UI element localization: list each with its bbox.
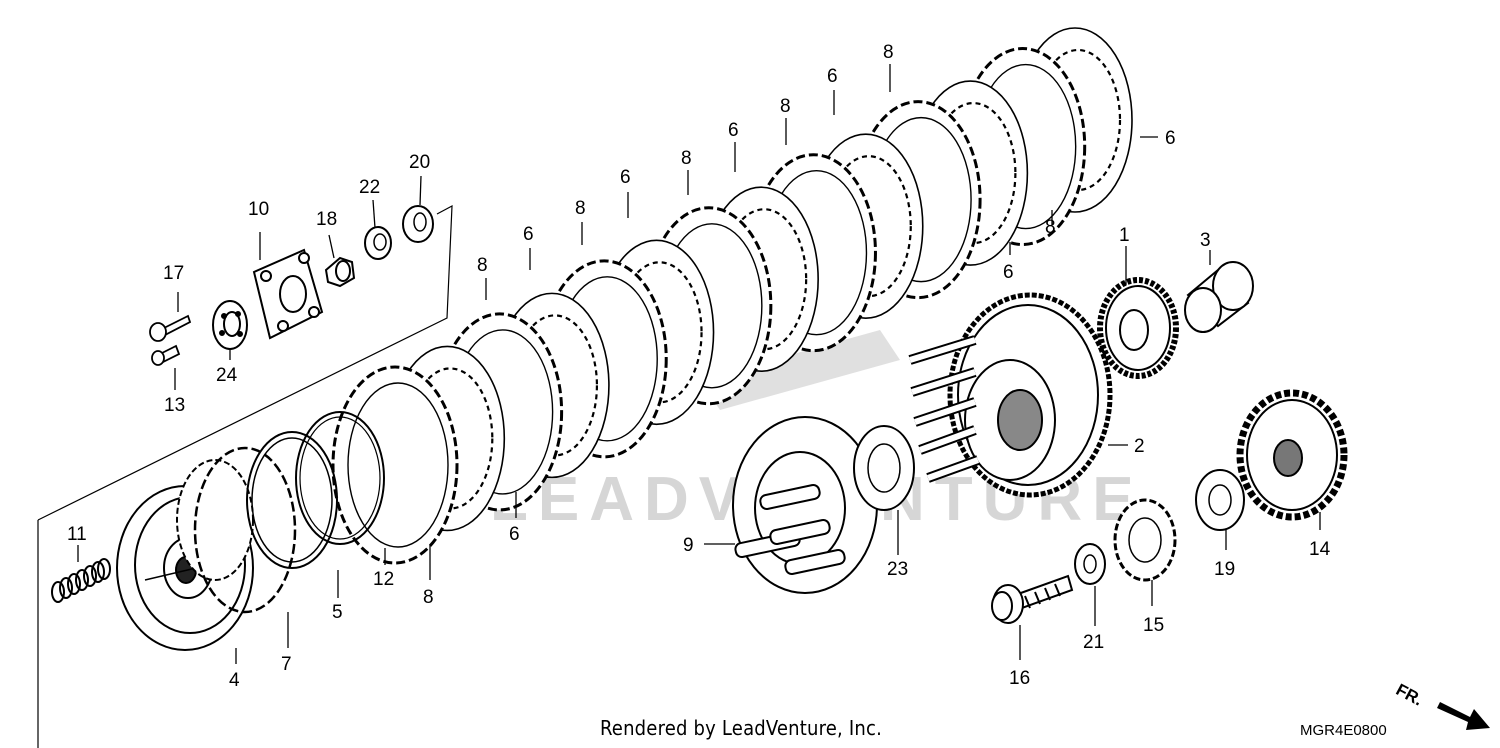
callout-13[interactable]: 13 bbox=[164, 395, 185, 416]
spring-seat-part-5 bbox=[246, 431, 338, 569]
set-ring-part-12 bbox=[295, 411, 385, 545]
callout-19[interactable]: 19 bbox=[1214, 559, 1235, 580]
clutch-plate-teeth bbox=[825, 155, 912, 298]
sprocket-part-1 bbox=[1097, 277, 1179, 379]
callout-6[interactable]: 6 bbox=[509, 524, 520, 545]
callout-9[interactable]: 9 bbox=[683, 535, 694, 556]
callout-15[interactable]: 15 bbox=[1143, 615, 1164, 636]
gear-part-14 bbox=[1236, 389, 1348, 521]
fr-label: FR. bbox=[1393, 680, 1426, 710]
callout-6[interactable]: 6 bbox=[1003, 262, 1014, 283]
bolt-part-17 bbox=[149, 314, 192, 342]
callout-labels: 1 2 3 4 5 6 6 6 6 6 6 6 7 8 8 8 8 8 8 8 … bbox=[67, 42, 1331, 691]
callout-8[interactable]: 8 bbox=[575, 198, 586, 219]
callout-8[interactable]: 8 bbox=[681, 148, 692, 169]
callout-leaders bbox=[77, 64, 1321, 664]
callout-4[interactable]: 4 bbox=[229, 670, 240, 691]
spring-part-11 bbox=[51, 558, 111, 603]
callout-12[interactable]: 12 bbox=[373, 569, 394, 590]
callout-21[interactable]: 21 bbox=[1083, 632, 1104, 653]
clutch-plate-teeth bbox=[1034, 48, 1122, 192]
callout-17[interactable]: 17 bbox=[163, 263, 184, 284]
clutch-outer-part-2 bbox=[908, 292, 1113, 498]
callout-2[interactable]: 2 bbox=[1134, 436, 1145, 457]
bolt-part-13 bbox=[151, 344, 181, 366]
callout-10[interactable]: 10 bbox=[248, 199, 269, 220]
arrow-right-icon bbox=[1437, 702, 1490, 730]
callout-6[interactable]: 6 bbox=[827, 66, 838, 87]
callout-5[interactable]: 5 bbox=[332, 602, 343, 623]
clutch-plate-teeth bbox=[407, 367, 494, 510]
callout-6[interactable]: 6 bbox=[523, 224, 534, 245]
friction-disc bbox=[331, 365, 459, 565]
clutch-plate-teeth bbox=[721, 208, 808, 351]
callout-24[interactable]: 24 bbox=[216, 365, 238, 386]
callout-8[interactable]: 8 bbox=[1045, 217, 1056, 238]
front-direction-indicator: FR. bbox=[1393, 680, 1490, 730]
clutch-plate-teeth bbox=[511, 314, 599, 457]
callout-6[interactable]: 6 bbox=[620, 167, 631, 188]
callout-23[interactable]: 23 bbox=[887, 559, 908, 580]
callout-3[interactable]: 3 bbox=[1200, 230, 1211, 251]
clutch-plate-stack bbox=[331, 27, 1133, 565]
diagram-code: MGR4E0800 bbox=[1300, 722, 1387, 739]
callout-7[interactable]: 7 bbox=[281, 654, 292, 675]
pressure-plate-part-4 bbox=[116, 459, 254, 651]
bolt-part-16 bbox=[991, 574, 1074, 624]
lifter-plate-part-10 bbox=[252, 248, 324, 340]
clutch-plate-teeth bbox=[616, 261, 703, 404]
callout-22[interactable]: 22 bbox=[359, 177, 380, 198]
callout-8[interactable]: 8 bbox=[883, 42, 894, 63]
group-bracket bbox=[37, 204, 453, 521]
callout-8[interactable]: 8 bbox=[423, 587, 434, 608]
lifter-plate-part-9 bbox=[732, 416, 878, 594]
callout-18[interactable]: 18 bbox=[316, 209, 337, 230]
clutch-plate-teeth bbox=[930, 101, 1017, 245]
callout-6[interactable]: 6 bbox=[728, 120, 739, 141]
callout-20[interactable]: 20 bbox=[409, 152, 430, 173]
collar-part-3 bbox=[1184, 261, 1254, 333]
callout-16[interactable]: 16 bbox=[1009, 668, 1030, 689]
callout-8[interactable]: 8 bbox=[780, 96, 791, 117]
friction-disc-inner bbox=[347, 382, 449, 548]
callout-6[interactable]: 6 bbox=[1165, 128, 1176, 149]
callout-8[interactable]: 8 bbox=[477, 255, 488, 276]
nut-part-18 bbox=[324, 256, 356, 288]
bearing-part-24 bbox=[212, 300, 248, 350]
callout-11[interactable]: 11 bbox=[67, 524, 87, 545]
callout-1[interactable]: 1 bbox=[1119, 225, 1130, 246]
judder-plate-part-7 bbox=[193, 446, 297, 614]
footer-credit: Rendered by LeadVenture, Inc. bbox=[600, 716, 882, 740]
callout-14[interactable]: 14 bbox=[1309, 539, 1331, 560]
